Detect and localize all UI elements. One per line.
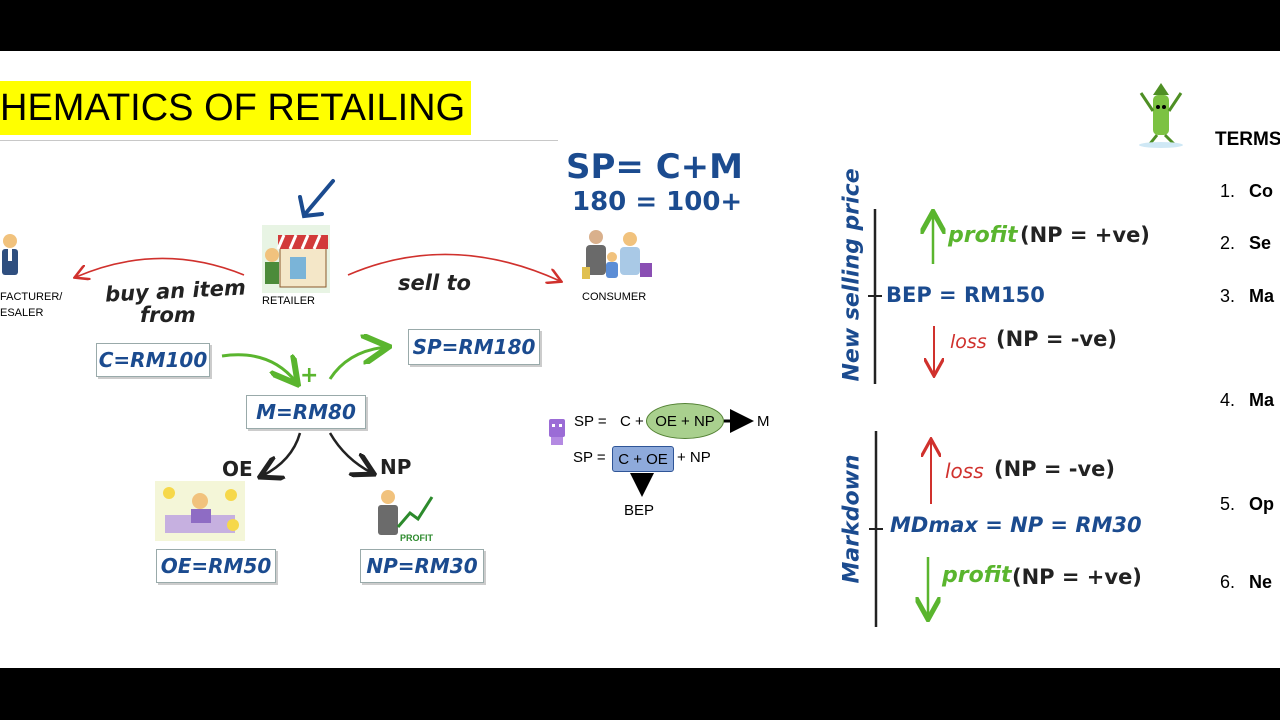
profit-tag: PROFIT [400,533,434,543]
nsp-axis-label: New selling price [839,168,865,382]
md-profit: profit [942,563,1012,588]
np-box: NP=RM30 [360,549,484,583]
oe-box: OE=RM50 [156,549,276,583]
consumer-family-icon [582,227,656,285]
cost-box: C=RM100 [96,343,210,377]
nsp-loss: loss [950,331,987,353]
term-item-4: 4.Ma [1220,390,1275,410]
formula-oe-np-ellipse: OE + NP [646,403,724,439]
plus-sign: + [300,363,319,388]
md-loss-note: (NP = -ve) [994,457,1116,481]
crayon-mascot-icon [1135,81,1187,149]
manufacturer-label-2: ESALER [0,307,44,319]
formula-m: M [757,413,770,430]
retailer-label: RETAILER [262,295,315,307]
nsp-loss-note: (NP = -ve) [996,327,1118,351]
formula-c-oe-box: C + OE [612,446,674,472]
sell-arrow [347,253,560,281]
manufacturer-label-1: FACTURER/ [0,291,63,303]
letterbox-top [0,0,1280,51]
diagram-strokes [0,179,1280,627]
sell-label: sell to [398,271,471,295]
handwritten-formula-line1: SP= C+M [566,147,744,187]
term-item-2: 2.Se [1220,233,1272,253]
formula-np-2: + NP [677,449,711,466]
slide: HEMATICS OF RETAILING [0,51,1280,668]
term-item-1: 1.Co [1220,181,1274,201]
manufacturer-icon [0,229,22,281]
title-divider [0,140,558,141]
np-label: NP [380,455,412,479]
robot-icon [546,417,568,449]
md-loss: loss [945,459,984,483]
md-profit-note: (NP = +ve) [1012,565,1142,589]
buy-arrow [76,257,245,277]
profit-man-icon: PROFIT [368,483,438,547]
nsp-bep: BEP = RM150 [886,283,1045,307]
consumer-label: CONSUMER [582,291,647,303]
formula-sp-2: SP = [573,449,606,466]
accountant-icon [155,481,245,541]
formula-bep: BEP [624,502,655,519]
term-item-5: 5.Op [1220,494,1275,514]
term-item-6: 6.Ne [1220,572,1273,592]
oe-label: OE [222,457,253,481]
buy-label-line2: from [140,303,196,327]
margin-to-np-arrow [328,432,372,473]
margin-box: M=RM80 [246,395,366,429]
handwritten-formula-line2: 180 = 100+ [572,187,743,217]
md-value: MDmax = NP = RM30 [890,513,1142,537]
plus-to-sp-arrow [328,347,386,380]
slide-title: HEMATICS OF RETAILING [0,81,472,135]
margin-to-oe-arrow [262,432,302,476]
selling-price-box: SP=RM180 [408,329,540,365]
letterbox-bottom [0,668,1280,720]
nsp-profit-note: (NP = +ve) [1020,223,1150,247]
markdown-axis-label: Markdown [839,454,865,584]
retailer-shop-icon [262,225,330,293]
blue-pointer-arrow [304,179,335,215]
formula-c-1: C + [620,413,644,430]
nsp-profit: profit [948,223,1018,248]
formula-sp-1: SP = [574,413,607,430]
cost-to-plus-arrow [221,353,296,382]
terms-heading: TERMS [1215,129,1280,150]
term-item-3: 3.Ma [1220,286,1275,306]
